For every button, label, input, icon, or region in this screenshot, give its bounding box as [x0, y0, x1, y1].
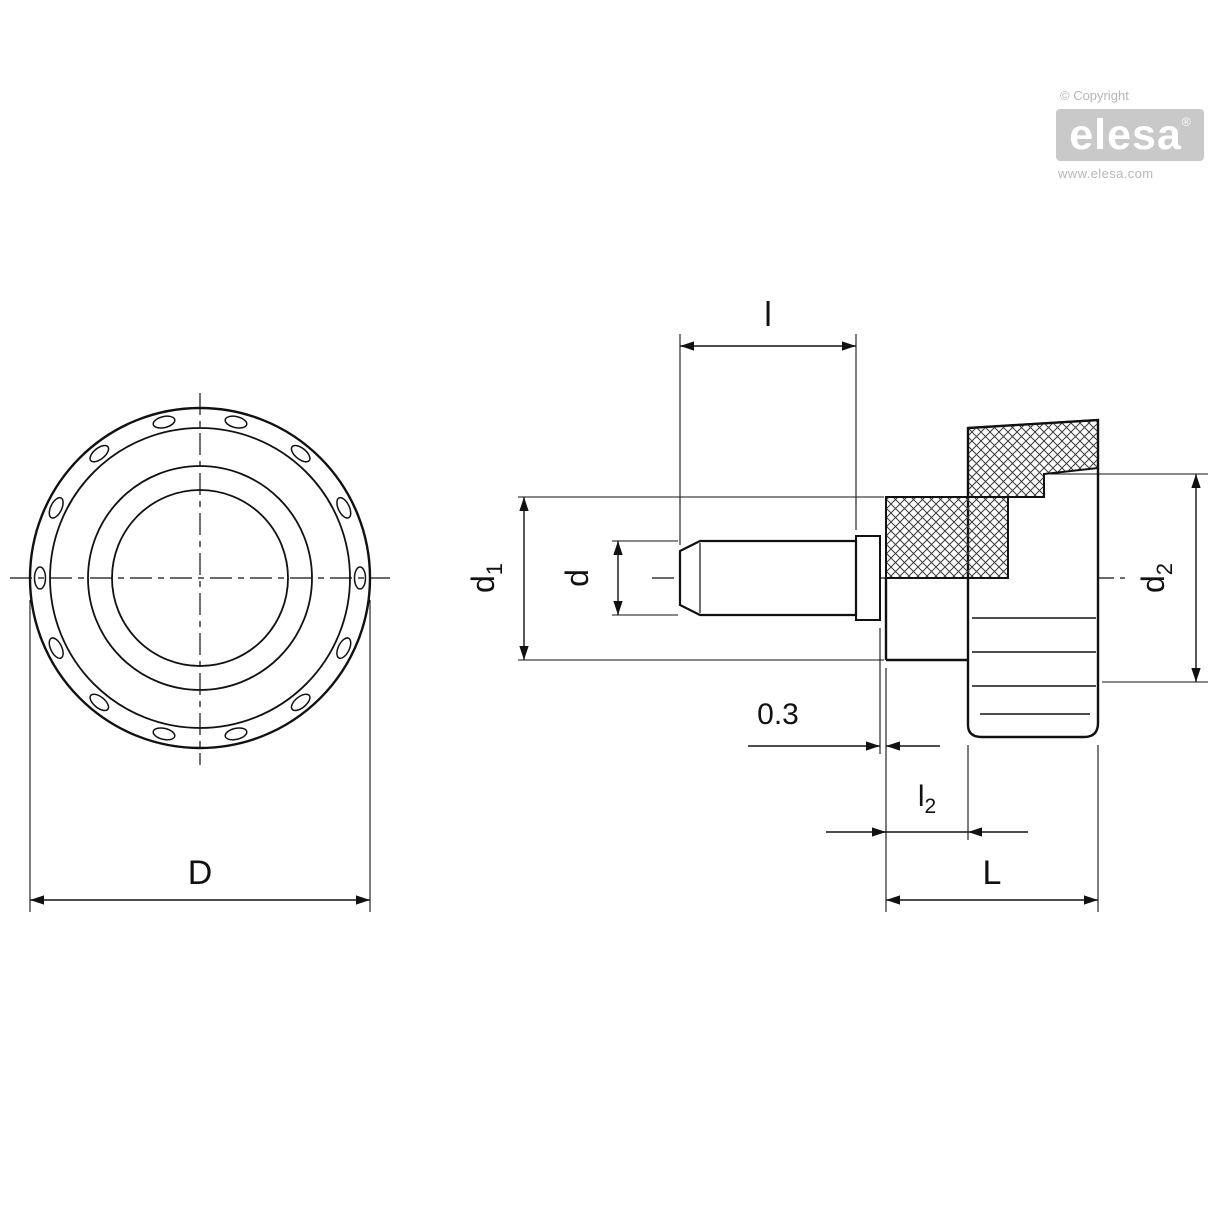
- threaded-stud: [678, 539, 858, 617]
- rim-dimple: [48, 496, 64, 519]
- d1-subscript: 1: [482, 563, 507, 575]
- rim-dimple: [89, 444, 110, 463]
- d2-subscript: 2: [1152, 563, 1177, 575]
- dimension-label-l: l: [764, 296, 772, 334]
- d2-base: d: [1135, 575, 1171, 593]
- rim-grooves: [972, 617, 1096, 715]
- registered-mark: ®: [1181, 115, 1191, 129]
- rim-dimple: [89, 693, 110, 712]
- rim-dimple: [152, 415, 176, 429]
- rim-dimple: [224, 415, 248, 429]
- dimension-D: D: [29, 600, 371, 912]
- dimension-label-gap: 0.3: [757, 698, 799, 731]
- website-url: www.elesa.com: [1058, 166, 1154, 181]
- dimension-L: L: [886, 745, 1099, 912]
- copyright-text: © Copyright: [1060, 88, 1129, 103]
- d1-base: d: [465, 575, 501, 593]
- l2-base: l: [918, 780, 925, 813]
- threaded-bush-section: [885, 496, 1009, 579]
- rim-dimple: [152, 727, 176, 741]
- knurled-rim-section: [967, 418, 1099, 498]
- elesa-logo: elesa ®: [1056, 109, 1204, 161]
- dimension-d: d: [559, 540, 678, 616]
- dimension-label-d1: d1: [465, 563, 507, 593]
- dimension-label-L: L: [983, 854, 1002, 892]
- elesa-logo-text: elesa: [1069, 110, 1182, 159]
- dimension-l: l: [679, 296, 857, 545]
- rim-dimple: [290, 693, 311, 712]
- dimension-label-d2: d2: [1135, 563, 1177, 593]
- rim-dimple: [336, 496, 352, 519]
- dimension-label-d: d: [559, 569, 595, 587]
- dimension-label-D: D: [188, 854, 213, 892]
- brand-watermark: © Copyright elesa ® www.elesa.com: [1056, 88, 1206, 181]
- front-view: D: [10, 393, 390, 912]
- dimension-gap-03: 0.3: [748, 628, 940, 912]
- rim-dimple: [290, 444, 311, 463]
- dimension-l2: l2: [826, 745, 1028, 840]
- rim-dimple: [48, 637, 64, 660]
- dimension-label-l2: l2: [918, 780, 936, 818]
- stud-collar: [855, 535, 881, 621]
- dimension-d1: d1: [465, 496, 884, 661]
- l2-subscript: 2: [924, 795, 936, 818]
- dimension-d2: d2: [1050, 473, 1208, 683]
- rim-dimple: [336, 637, 352, 660]
- rim-dimple: [224, 727, 248, 741]
- side-view: l d d1 d2: [465, 296, 1208, 912]
